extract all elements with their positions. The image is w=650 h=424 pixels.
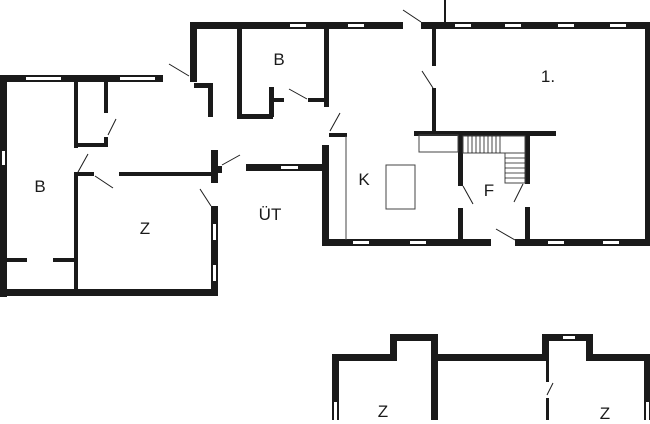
room-label-bedroom-lower-right: Z: [599, 404, 611, 423]
room-label-utility: ÜT: [258, 205, 282, 224]
fixtures: [345, 134, 526, 240]
room-label-hallway: F: [483, 181, 495, 200]
stair-treads: [467, 136, 525, 179]
room-label-bathroom-top: B: [273, 50, 285, 69]
staircase: [462, 135, 526, 154]
room-label-bathroom-left: B: [34, 177, 46, 196]
room-label-bedroom-lower-left: Z: [377, 402, 389, 421]
windows: [2, 24, 649, 420]
room-label-living-room: 1.: [540, 67, 556, 86]
room-label-kitchen: K: [358, 170, 370, 189]
kitchen-counter: [418, 134, 459, 153]
kitchen-island: [385, 164, 416, 210]
room-label-bedroom-left: Z: [139, 219, 151, 238]
door-swings: [77, 9, 554, 396]
